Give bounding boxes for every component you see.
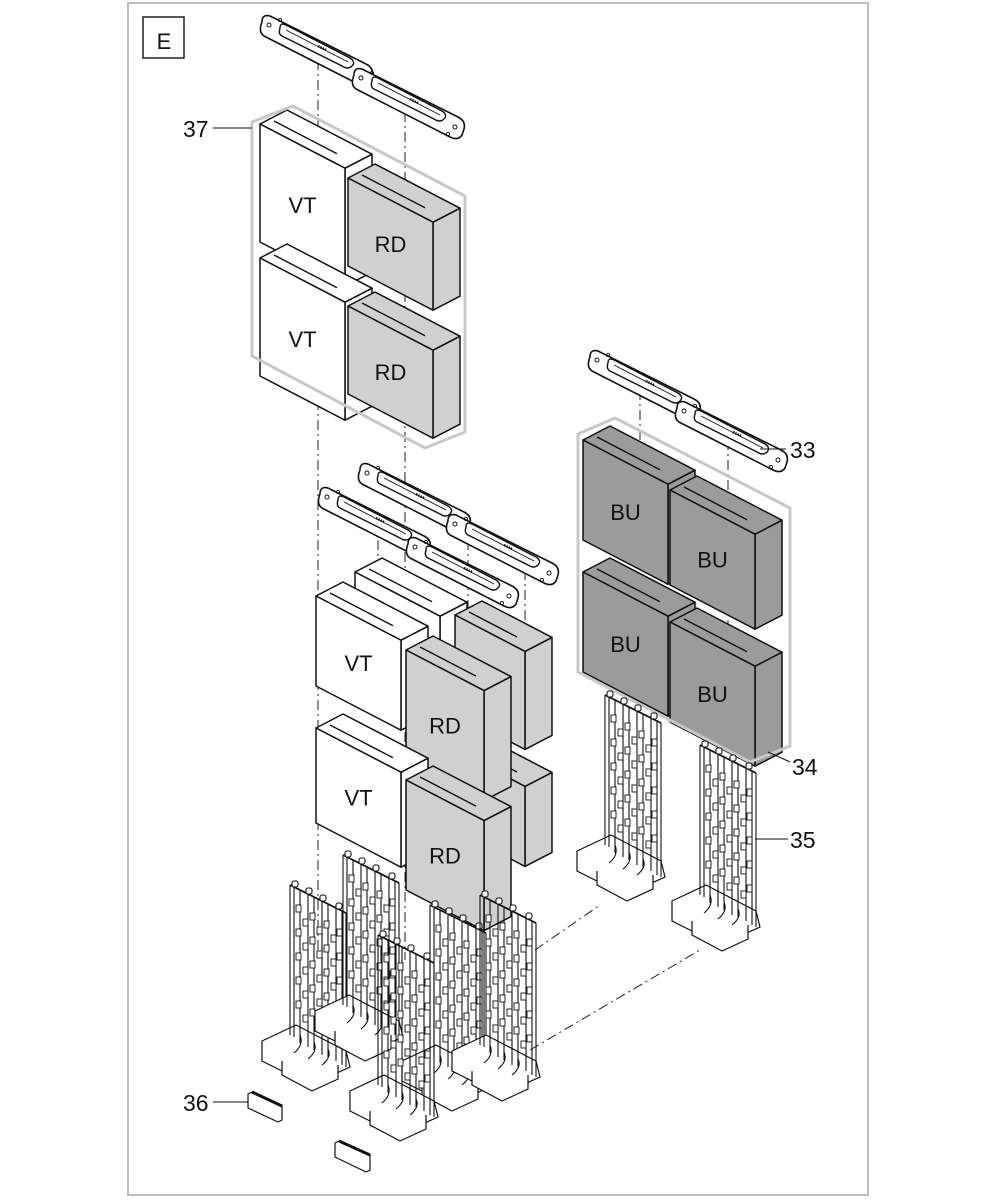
module-face-side [483,675,512,802]
cover-plate [351,67,466,140]
module-face-front [347,305,434,439]
module-slot [368,568,433,603]
module-slot [596,568,661,603]
module-face-side [754,651,783,767]
rd-module: RD [347,291,461,439]
module-slot [596,436,661,471]
module-label: BU [697,548,728,573]
module-label: BU [610,500,641,525]
module-label: VT [288,327,316,352]
module-face-front [582,571,669,717]
callout-33: 33 [790,437,816,463]
module-slot [468,611,518,638]
leader-lines [213,127,791,1103]
module-face-front [259,257,346,421]
module-slot [329,724,394,759]
panel-letter: E [157,29,172,54]
module-face-front [347,177,434,311]
bu-module: BU [669,475,783,630]
module-face-front [315,595,402,731]
module-face-side [432,335,461,439]
bu-cell-stack-rack [671,740,761,952]
module-label: BU [610,632,641,657]
module-label: RD [375,232,407,257]
module-face-front [582,439,669,585]
module-label: RD [429,713,461,738]
cell-stack-rack [261,880,351,1092]
rd-module: RD [405,635,512,802]
module-face-front [669,489,756,630]
module-slot [329,592,394,627]
module-label: RD [429,843,461,868]
module-slot [419,646,477,677]
module-slot [361,174,426,209]
module-face-side [524,636,553,751]
module-slot [419,776,477,807]
module-face-side [524,771,553,868]
module-slot [683,486,748,521]
callout-34: 34 [792,754,818,780]
vt-module: VT [315,713,429,868]
module-label: VT [288,193,316,218]
callout-37: 37 [183,116,209,142]
module-face-side [754,519,783,630]
module-label: BU [697,682,728,707]
callout-36: 36 [183,1090,209,1116]
module-slot [273,254,338,289]
callout-35: 35 [790,827,816,853]
bu-module: BU [669,607,783,767]
module-label: RD [375,360,407,385]
module-face-side [432,207,461,311]
module-label: VT [344,651,372,676]
group-37-outline [250,104,467,450]
module-label: VT [344,786,372,811]
end-cap [247,1090,283,1123]
bu-cover-plate [674,400,789,473]
cell-stack-rack [576,690,666,902]
module-face-front [315,727,402,868]
module-slot [273,120,338,155]
module-slot [361,302,426,337]
rd-module: RD [347,163,461,311]
panel-letter-box [142,16,185,59]
module-slot [683,618,748,653]
group-34-outline [576,416,792,764]
end-cap [334,1139,371,1173]
